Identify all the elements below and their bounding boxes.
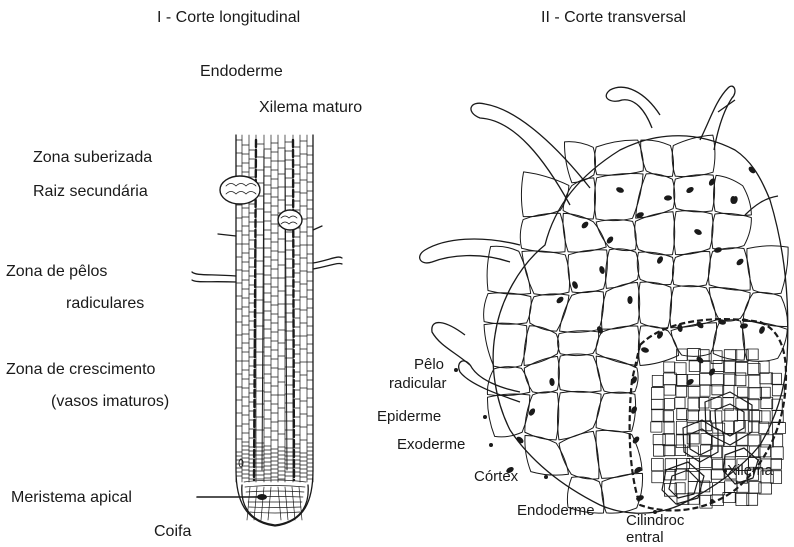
label-cortex: Córtex	[474, 469, 518, 484]
label-pointer-dots	[454, 368, 727, 514]
label-zona-crescimento-line1: Zona de crescimento	[6, 362, 155, 378]
label-cilindro-line1: Cilindroc	[626, 513, 684, 528]
secondary-root-bulge-left	[220, 176, 260, 204]
label-raiz-secundaria: Raiz secundária	[33, 184, 148, 200]
label-cilindro-line2: entral	[626, 530, 664, 545]
secondary-root-bulge-right	[278, 210, 302, 230]
label-zona-pelos-line2: radiculares	[66, 296, 144, 312]
root-hairs-left-panel	[192, 226, 342, 282]
label-zona-suberizada: Zona suberizada	[33, 150, 152, 166]
left-panel-title: I - Corte longitudinal	[157, 10, 300, 26]
right-panel-title: II - Corte transversal	[541, 10, 686, 26]
label-pelo-line1: Pêlo	[414, 357, 444, 372]
label-exoderme: Exoderme	[397, 437, 465, 452]
central-cylinder-cells	[651, 349, 786, 509]
endoderm-ring	[630, 319, 786, 510]
longitudinal-root-drawing	[192, 135, 342, 526]
label-coifa: Coifa	[154, 524, 191, 540]
label-endoderme-right: Endoderme	[517, 503, 595, 518]
label-zona-crescimento-line2: (vasos imaturos)	[51, 394, 169, 410]
transverse-root-drawing	[420, 86, 788, 513]
label-zona-pelos-line1: Zona de pêlos	[6, 264, 107, 280]
label-endoderme-left: Endoderme	[200, 64, 283, 80]
label-pelo-line2: radicular	[389, 376, 447, 391]
label-epiderme: Epiderme	[377, 409, 441, 424]
label-meristema-apical: Meristema apical	[11, 490, 132, 506]
label-xilema-maturo: Xilema maturo	[259, 100, 362, 116]
label-xilema: Xilema	[727, 463, 773, 478]
